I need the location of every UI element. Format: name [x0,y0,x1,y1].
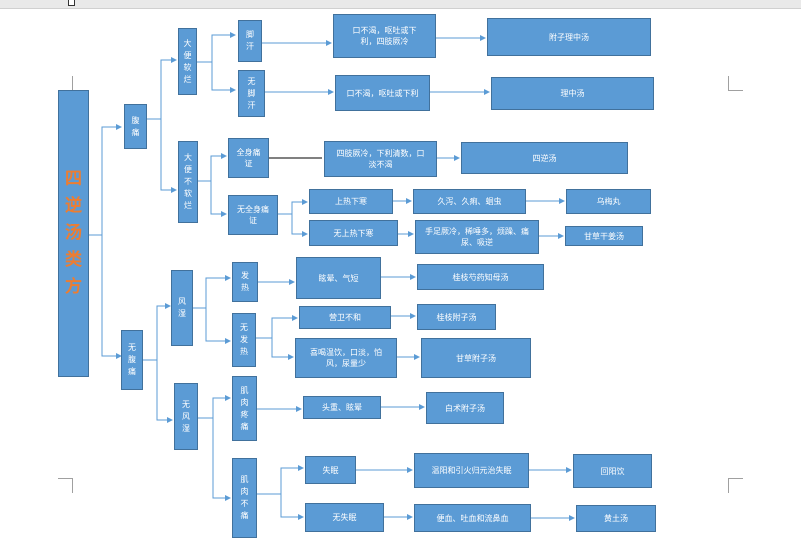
node-formula-baizhu: 白术附子汤 [426,392,504,424]
node-formula-lizhong: 理中汤 [491,77,654,110]
node-symptom-gancao-ganjiang: 手足厥冷，稀唾多，烦躁、痛尿、吸逆 [415,220,539,254]
node-no-foot-sweat: 无脚汗 [238,70,265,117]
node-symptom-huangtu: 便血、吐血和流鼻血 [414,504,531,532]
connector-abdominal-pain [147,57,177,120]
node-symptom-no-thirst-cold: 口不渴，呕吐或下利，四肢厥冷 [333,14,436,58]
text-cursor-icon [68,0,75,6]
connector-root [101,235,122,359]
page-margin-corner-mark [728,478,743,493]
connector-no-wind-damp [198,395,231,419]
node-foot-sweat: 脚汗 [238,20,262,62]
node-no-abdominal-pain: 无腹痛 [121,330,143,390]
node-formula-fuzi-lizhong: 附子理中汤 [487,18,651,56]
node-no-wind-damp: 无风湿 [174,383,198,450]
root-node: 四逆汤类方 [58,90,89,377]
node-no-muscle-pain: 肌肉不痛 [232,458,257,538]
connector-no-abdominal-pain [143,303,171,361]
node-not-loose-stool: 大便不软烂 [178,141,198,223]
node-muscle-pain: 肌肉疼痛 [232,376,257,441]
node-upper-heat-lower-cold: 上热下寒 [309,189,393,214]
node-formula-sini: 四逆汤 [461,142,628,174]
page-margin-corner-mark [58,478,73,493]
ruler-bar [0,0,801,9]
node-fever: 发热 [232,262,258,302]
node-formula-gancao-ganjiang: 甘草干姜汤 [565,226,643,246]
node-formula-huiyang: 回阳饮 [573,454,652,488]
node-formula-huangtu: 黄土汤 [576,505,656,532]
node-formula-wumei: 乌梅丸 [566,189,651,214]
node-wind-damp: 风湿 [171,270,193,346]
connector-wind-damp [205,308,231,344]
connector-no-wind-damp [212,418,231,501]
connector-no-fever [271,338,294,360]
node-no-upper-heat: 无上热下寒 [309,220,398,246]
node-symptom-sini: 四肢厥冷，下利清数，口淡不渴 [324,141,437,177]
node-no-fever: 无发热 [232,313,256,367]
connector-loose-stool [197,32,236,63]
connector-loose-stool [211,62,236,93]
connector-no-muscle-pain [257,465,304,495]
connector-not-loose-stool [198,153,227,182]
node-whole-body: 全身痛证 [228,138,269,178]
node-abdominal-pain: 腹痛 [124,104,147,149]
connector-not-loose-stool [210,181,227,217]
node-formula-guizhi-shaoyao: 桂枝芍药知母汤 [417,264,544,290]
page-margin-corner-mark [728,76,743,91]
node-symptom-huiyang: 温阳和引火归元治失眠 [414,453,529,488]
node-symptom-guizhi-shaoyao: 眩晕、气短 [296,257,381,299]
connector-no-abdominal-pain [156,360,173,423]
node-insomnia: 失眠 [305,456,356,484]
connector-wind-damp [193,275,231,309]
node-symptom-yingwei: 营卫不和 [299,306,391,329]
node-formula-guizhi-fuzi: 桂枝附子汤 [417,304,496,330]
connector-not-whole-body [278,199,308,215]
connector-not-whole-body [291,214,308,237]
node-no-insomnia: 无失眠 [305,503,384,532]
node-symptom-baizhu: 头重、眩晕 [303,396,381,419]
node-symptom-no-thirst: 口不渴，呕吐或下利 [335,75,430,111]
node-not-whole-body: 无全身痛证 [228,195,278,235]
connector-root [89,124,122,236]
node-formula-gancao-fuzi: 甘草附子汤 [421,338,531,378]
node-symptom-gancao-fuzi: 喜喝温饮，口淡，怕风，尿量少 [295,338,397,378]
connector-abdominal-pain [160,119,177,193]
node-loose-stool: 大便软烂 [178,28,197,95]
node-symptom-wumei: 久泻、久痢、蛔虫 [413,189,526,214]
connector-no-fever [256,315,298,339]
connector-no-muscle-pain [280,494,304,520]
